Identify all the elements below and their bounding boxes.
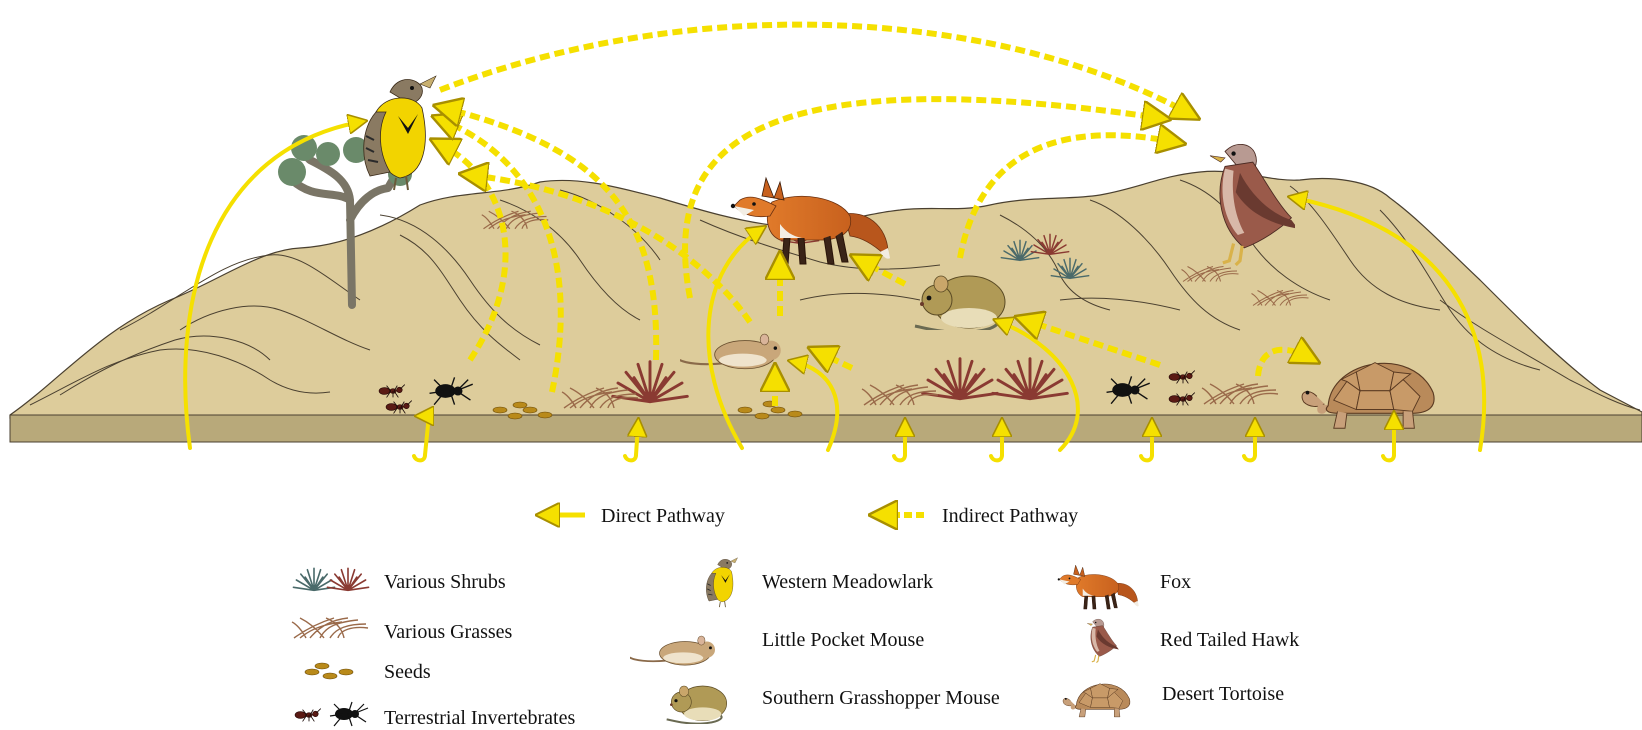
fox-icon — [1058, 565, 1139, 609]
grass-icon — [292, 618, 368, 638]
meadowlark-icon — [364, 76, 436, 190]
legend-fox: Fox — [1160, 571, 1191, 593]
legend-shrubs: Various Shrubs — [384, 571, 506, 593]
direct-pathway-label: Direct Pathway — [601, 505, 725, 527]
grasshopper-mouse-icon — [667, 686, 727, 724]
seed-icon — [305, 663, 353, 679]
ant-icon — [295, 709, 321, 722]
legend-seeds: Seeds — [384, 661, 431, 683]
legend-pocket-mouse: Little Pocket Mouse — [762, 629, 924, 651]
legend-hawk: Red Tailed Hawk — [1160, 629, 1299, 651]
beetle-icon — [330, 702, 368, 726]
legend-species: Various Shrubs Various Grasses Seeds Ter… — [292, 558, 1299, 729]
legend-grasshopper-mouse: Southern Grasshopper Mouse — [762, 687, 1000, 709]
legend-grasses: Various Grasses — [384, 621, 513, 643]
hawk-icon — [1087, 619, 1119, 662]
legend-meadowlark: Western Meadowlark — [762, 571, 933, 593]
ground-front-edge — [10, 415, 1642, 442]
tortoise-icon — [1063, 684, 1130, 717]
legend-tortoise: Desert Tortoise — [1162, 683, 1284, 705]
meadowlark-icon — [706, 558, 737, 607]
legend-pathways: Direct Pathway Indirect Pathway — [545, 505, 1078, 527]
pocket-mouse-icon — [629, 636, 715, 665]
legend-invertebrates: Terrestrial Invertebrates — [384, 707, 575, 729]
indirect-pathway-label: Indirect Pathway — [942, 505, 1078, 527]
